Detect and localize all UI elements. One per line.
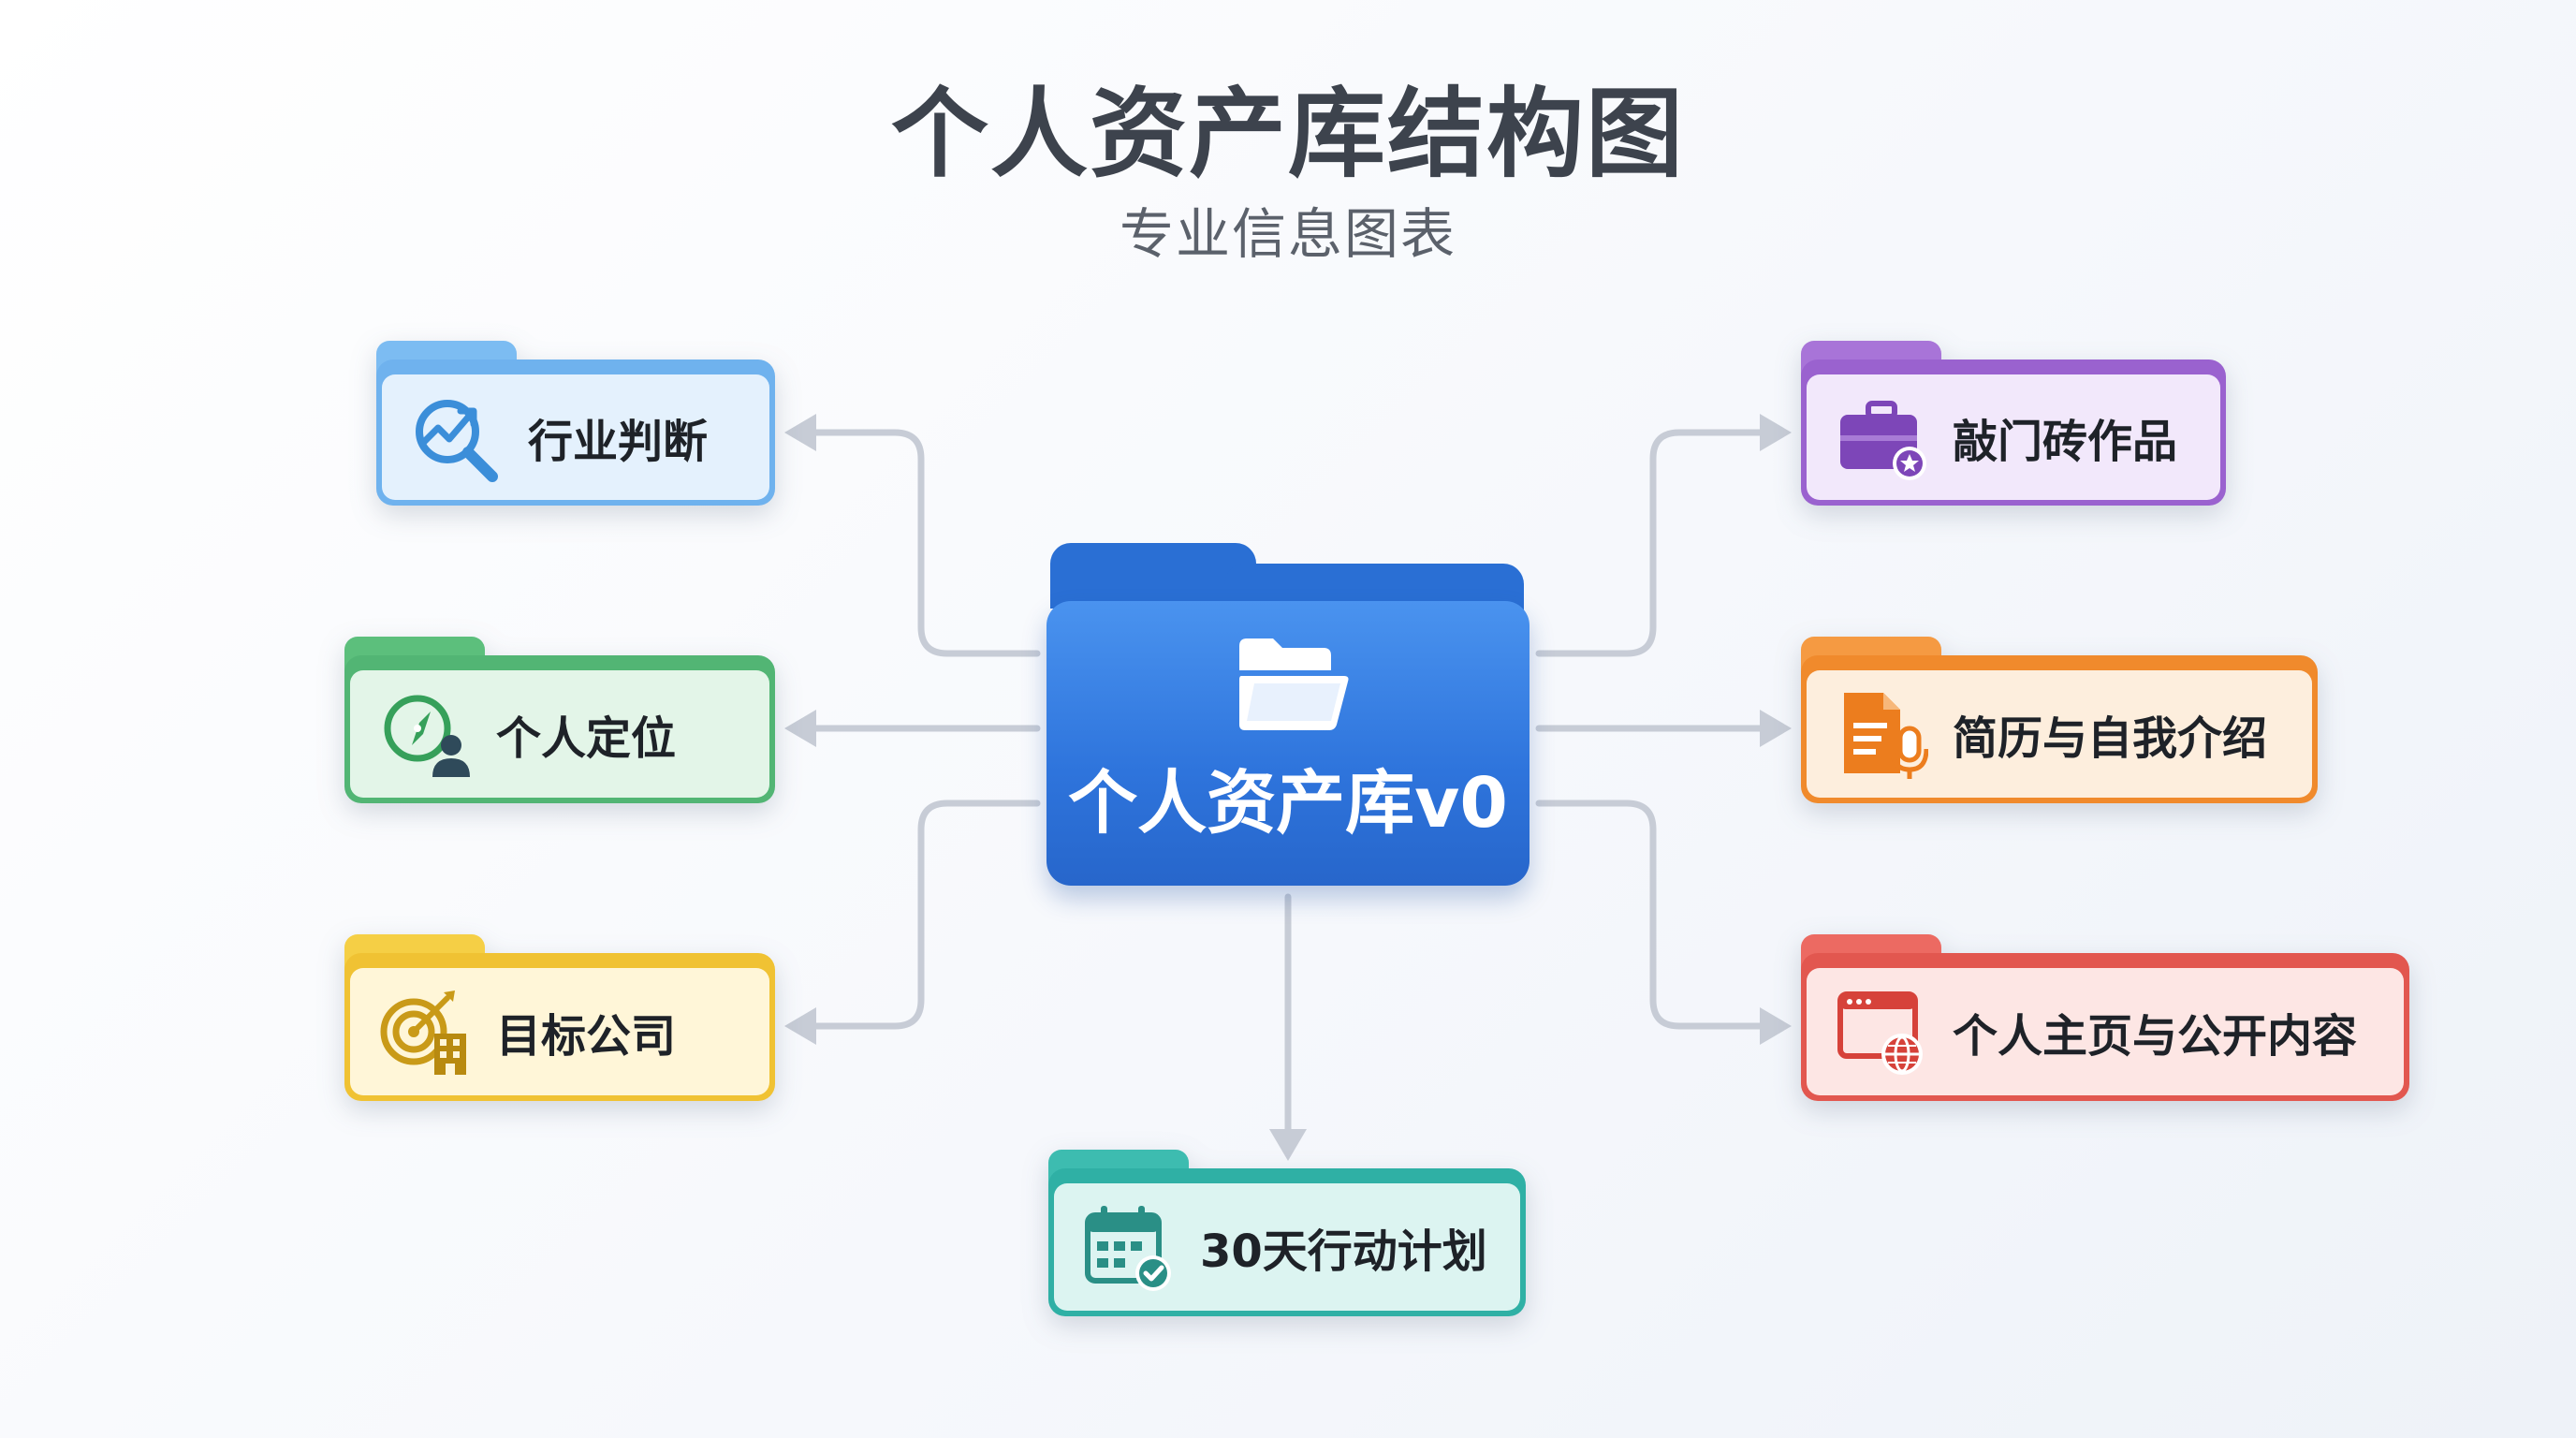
folder-plan[interactable]: 30天行动计划 bbox=[1048, 1150, 1526, 1316]
page-subtitle: 专业信息图表 bbox=[1119, 202, 1456, 266]
arrowhead-plan bbox=[1269, 1129, 1307, 1161]
arrowhead-target bbox=[784, 1007, 816, 1045]
folder-front: 敲门砖作品 bbox=[1807, 374, 2220, 500]
folder-resume[interactable]: 简历与自我介绍 bbox=[1801, 637, 2318, 803]
target-building-icon bbox=[380, 990, 466, 1075]
open-folder-icon bbox=[1239, 638, 1349, 730]
center-folder-tab bbox=[1050, 543, 1256, 609]
folder-positioning[interactable]: 个人定位 bbox=[344, 637, 775, 803]
folder-industry[interactable]: 行业判断 bbox=[376, 341, 775, 506]
folder-front: 个人定位 bbox=[350, 670, 769, 798]
compass-person-icon bbox=[384, 695, 470, 777]
folder-target[interactable]: 目标公司 bbox=[344, 934, 775, 1101]
center-folder[interactable]: 个人资产库v0 bbox=[1046, 543, 1530, 886]
folder-front: 简历与自我介绍 bbox=[1807, 670, 2312, 798]
browser-globe-icon bbox=[1837, 991, 1923, 1075]
folder-label: 30天行动计划 bbox=[1200, 1225, 1487, 1278]
folder-label: 个人定位 bbox=[496, 712, 677, 765]
briefcase-star-icon bbox=[1840, 401, 1926, 480]
page-title: 个人资产库结构图 bbox=[890, 77, 1685, 191]
folder-label: 目标公司 bbox=[496, 1010, 677, 1063]
folder-homepage[interactable]: 个人主页与公开内容 bbox=[1801, 934, 2409, 1101]
folder-label: 简历与自我介绍 bbox=[1953, 712, 2268, 765]
calendar-check-icon bbox=[1085, 1206, 1171, 1291]
center-folder-label: 个人资产库v0 bbox=[1068, 763, 1508, 844]
arrowhead-portfolio bbox=[1760, 414, 1792, 451]
arrowhead-industry bbox=[784, 414, 816, 451]
folder-front: 行业判断 bbox=[382, 374, 769, 500]
document-microphone-icon bbox=[1844, 693, 1928, 779]
arrowhead-positioning bbox=[784, 710, 816, 747]
folder-portfolio[interactable]: 敲门砖作品 bbox=[1801, 341, 2226, 506]
folder-label: 个人主页与公开内容 bbox=[1953, 1010, 2358, 1063]
connector-industry bbox=[794, 429, 1041, 657]
connector-portfolio bbox=[1535, 429, 1780, 657]
folder-front: 目标公司 bbox=[350, 968, 769, 1095]
connector-target bbox=[794, 800, 1041, 1030]
arrowhead-homepage bbox=[1760, 1007, 1792, 1045]
connector-homepage bbox=[1535, 800, 1780, 1030]
folder-front: 30天行动计划 bbox=[1054, 1183, 1520, 1311]
arrowhead-resume bbox=[1760, 710, 1792, 747]
folder-label: 行业判断 bbox=[528, 416, 709, 468]
folder-front: 个人主页与公开内容 bbox=[1807, 968, 2404, 1095]
trend-magnifier-icon bbox=[416, 400, 498, 482]
folder-label: 敲门砖作品 bbox=[1953, 416, 2178, 468]
